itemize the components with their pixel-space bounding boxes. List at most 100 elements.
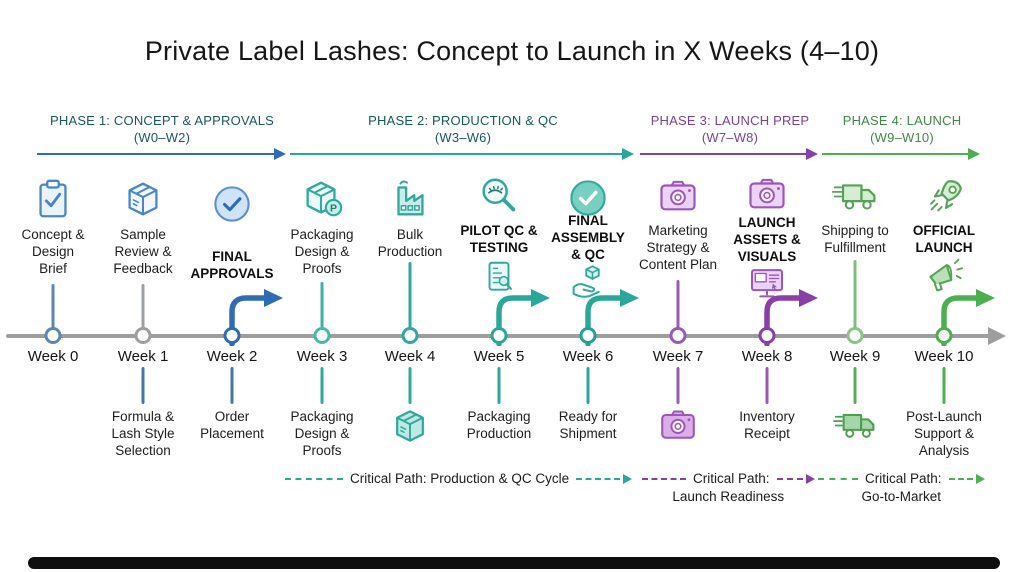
connector-line [853, 367, 857, 404]
connector-line [141, 284, 145, 329]
dash-line [642, 477, 686, 480]
connector-line [676, 280, 680, 329]
phase-2-header: PHASE 2: PRODUCTION & QC (W3–W6) [290, 112, 636, 146]
phase-3-header: PHASE 3: LAUNCH PREP (W7–W8) [640, 112, 820, 146]
camera-icon [656, 178, 700, 215]
connector-line [765, 367, 769, 404]
critical-path-production-qc: Critical Path: Production & QC Cycle [285, 471, 633, 486]
phase-3-name: PHASE 3: LAUNCH PREP [650, 113, 810, 128]
week-label-3: Week 3 [296, 348, 348, 365]
monitor-visuals-icon [747, 266, 787, 301]
timeline-dot-week7 [669, 327, 687, 344]
connector-line [141, 367, 145, 404]
bottom-label-week5: Packaging Production [466, 409, 532, 441]
phase-4-range: (W9–W10) [870, 130, 934, 146]
rocket-icon [921, 174, 967, 220]
week-label-8: Week 8 [741, 348, 793, 365]
top-label-week5: PILOT QC & TESTING [460, 223, 538, 255]
dash-line [818, 477, 858, 480]
critical-path-label: Critical Path: Production & QC Cycle [350, 471, 570, 486]
top-label-week8: LAUNCH ASSETS & VISUALS [733, 215, 801, 264]
top-label-week10: OFFICIAL LAUNCH [912, 223, 976, 255]
milestone-arrow-week6 [585, 289, 639, 346]
timeline-dot-week5 [490, 327, 508, 344]
factory-icon [387, 176, 433, 222]
arrowhead-icon [622, 147, 634, 160]
phase-4-arrow [822, 147, 980, 160]
phase-1-header: PHASE 1: CONCEPT & APPROVALS (W0–W2) [37, 112, 287, 146]
week-label-5: Week 5 [473, 348, 525, 365]
phase-4-header: PHASE 4: LAUNCH (W9–W10) [822, 112, 982, 146]
page-title: Private Label Lashes: Concept to Launch … [144, 36, 880, 66]
dash-line [576, 477, 621, 480]
delivery-truck-icon [832, 408, 878, 443]
phase-2-name: PHASE 2: PRODUCTION & QC [368, 113, 558, 128]
megaphone-icon [922, 256, 966, 294]
bottom-label-week2: Order Placement [200, 409, 264, 441]
timeline-dot-week0 [44, 327, 62, 344]
timeline-dot-week2 [223, 327, 241, 344]
arrowhead-icon [274, 147, 286, 160]
timeline-dot-week8 [758, 327, 776, 344]
week-label-9: Week 9 [829, 348, 881, 365]
qc-checklist-icon [480, 258, 518, 296]
timeline-dot-week4 [401, 327, 419, 344]
timeline-dot-week10 [935, 327, 953, 344]
week-label-7: Week 7 [652, 348, 704, 365]
top-label-week9: Shipping to Fulfillment [821, 223, 889, 255]
camera-icon [745, 176, 789, 213]
week-label-6: Week 6 [562, 348, 614, 365]
dash-line [285, 477, 343, 480]
delivery-truck-icon [831, 178, 879, 215]
timeline-dot-week3 [313, 327, 331, 344]
week-label-2: Week 2 [206, 348, 258, 365]
svg-text:P: P [330, 202, 337, 214]
dash-line [776, 477, 803, 480]
top-label-week7: Marketing Strategy & Content Plan [638, 223, 718, 272]
phase-3-range: (W7–W8) [701, 130, 759, 146]
timeline-dot-week6 [579, 327, 597, 344]
critical-path-label: Critical Path: [693, 471, 770, 486]
connector-line [408, 367, 412, 404]
phase-2-range: (W3–W6) [434, 130, 492, 146]
connector-line [320, 367, 324, 404]
week-label-0: Week 0 [27, 348, 79, 365]
arrowhead-icon [805, 473, 815, 484]
bottom-label-week3: Packaging Design & Proofs [290, 409, 354, 458]
connector-line [320, 282, 324, 329]
hand-box-icon [566, 264, 610, 300]
timeline-dot-week1 [134, 327, 152, 344]
phase-1-arrow [37, 147, 286, 160]
critical-path-launch-readiness: Critical Path: Launch Readiness [642, 471, 815, 504]
bottom-label-week10: Post-Launch Support & Analysis [906, 409, 982, 458]
critical-path-sublabel: Launch Readiness [672, 489, 785, 504]
critical-path-label: Critical Path: [865, 471, 942, 486]
footer-scrubber-bar[interactable] [28, 557, 1000, 569]
milestone-arrow-week8 [764, 289, 818, 346]
connector-line [942, 367, 946, 404]
week-label-1: Week 1 [117, 348, 169, 365]
top-label-week4: Bulk Production [377, 227, 443, 259]
connector-line [676, 367, 680, 404]
connector-line [408, 262, 412, 329]
top-label-week2: FINAL APPROVALS [190, 249, 274, 281]
top-label-week6: FINAL ASSEMBLY & QC [551, 213, 625, 262]
package-box-icon [120, 176, 166, 222]
bottom-label-week8: Inventory Receipt [739, 409, 795, 441]
critical-path-go-to-market: Critical Path: Go-to-Market [818, 471, 985, 504]
phase-2-arrow [290, 147, 634, 160]
camera-icon [657, 408, 699, 443]
critical-path-sublabel: Go-to-Market [861, 489, 942, 504]
qc-magnifier-icon [476, 174, 522, 220]
package-proofs-icon: P [299, 176, 345, 222]
top-label-week0: Concept & Design Brief [21, 227, 85, 276]
arrowhead-icon [975, 473, 985, 484]
phase-4-name: PHASE 4: LAUNCH [842, 113, 962, 128]
dash-line [948, 477, 973, 480]
timeline-arrowhead-icon [988, 327, 1006, 345]
milestone-arrow-week5 [496, 289, 550, 346]
arrowhead-icon [806, 147, 818, 160]
assembly-check-circle-icon [567, 177, 609, 219]
top-label-week1: Sample Review & Feedback [113, 227, 173, 276]
